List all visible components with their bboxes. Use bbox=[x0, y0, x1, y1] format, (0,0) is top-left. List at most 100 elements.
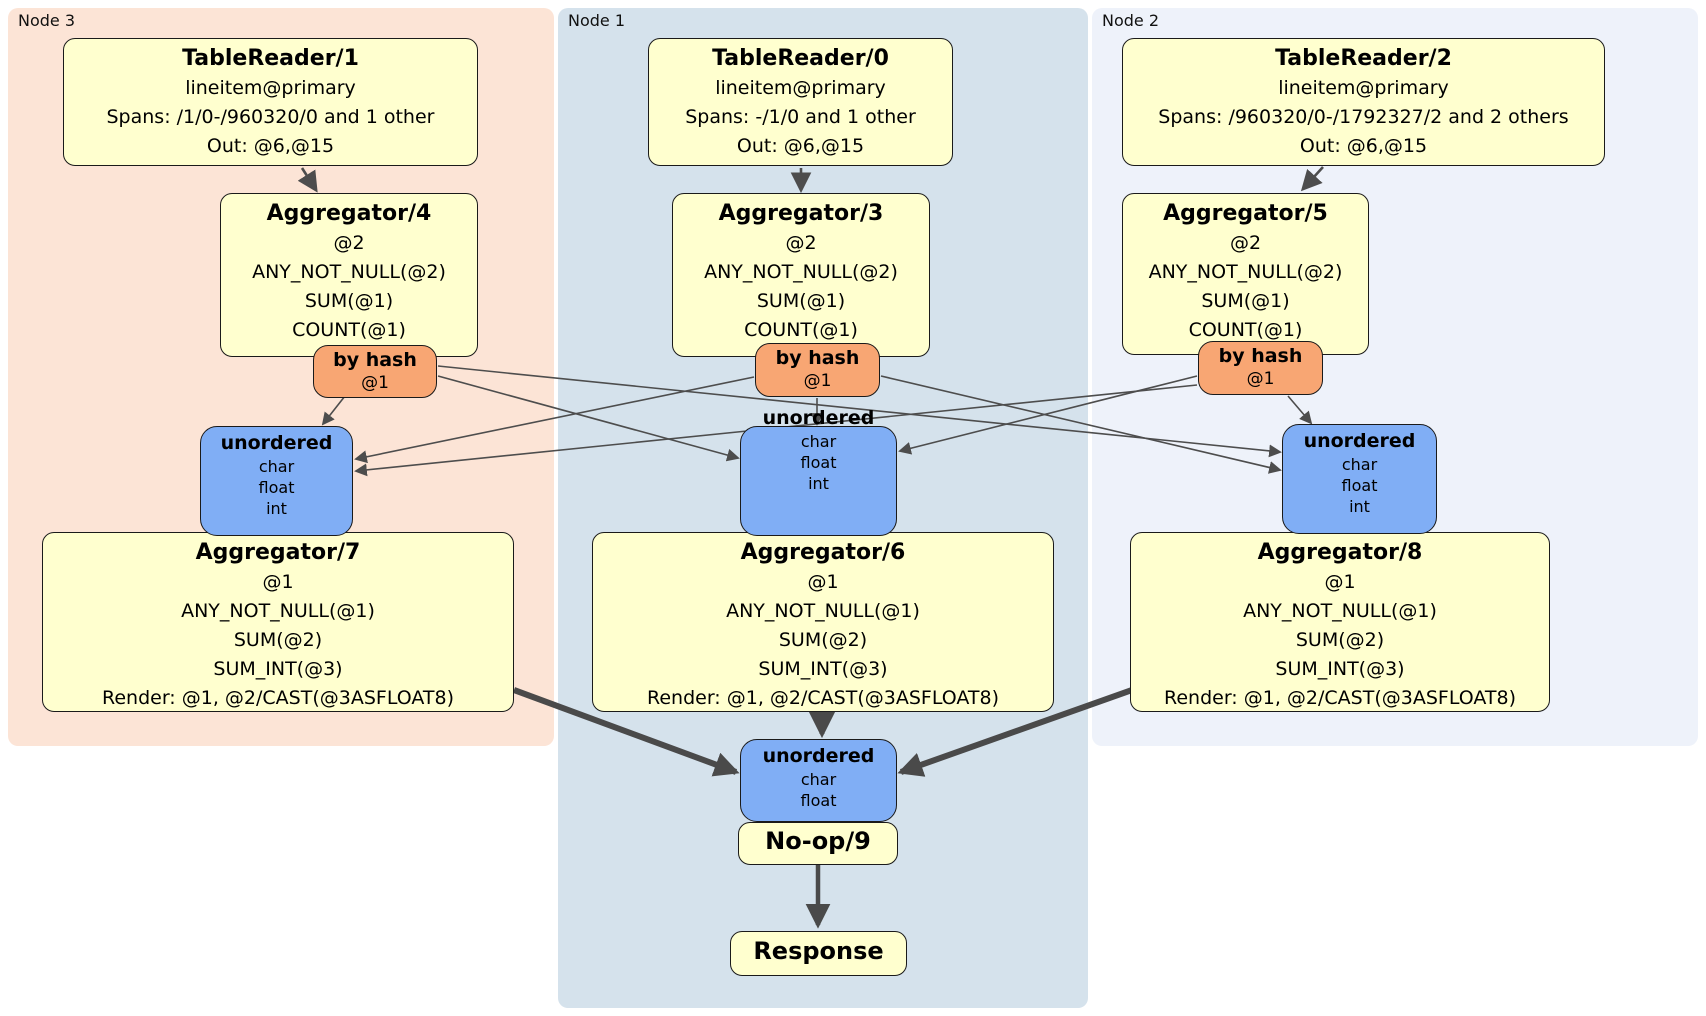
processor-title: TableReader/0 bbox=[712, 46, 889, 71]
sync-unordered-left: unordered char float int bbox=[200, 426, 353, 536]
sync-label: unordered bbox=[220, 432, 333, 454]
router-label: by hash bbox=[1218, 345, 1303, 367]
router-by-hash-right: by hash @1 bbox=[1198, 341, 1323, 395]
processor-line: ANY_NOT_NULL(@1) bbox=[181, 600, 375, 622]
sync-unordered-right: unordered char float int bbox=[1282, 424, 1437, 534]
edge-tr1-agg4 bbox=[297, 167, 318, 193]
processor-line: SUM_INT(@3) bbox=[758, 658, 888, 680]
processor-line: ANY_NOT_NULL(@2) bbox=[704, 261, 898, 283]
processor-line: @1 bbox=[1324, 571, 1356, 593]
processor-line: lineitem@primary bbox=[185, 77, 356, 99]
processor-line: COUNT(@1) bbox=[292, 319, 406, 341]
processor-title: TableReader/2 bbox=[1275, 46, 1452, 71]
processor-tablereader-2: TableReader/2 lineitem@primary Spans: /9… bbox=[1122, 38, 1605, 166]
processor-line: Spans: /960320/0-/1792327/2 and 2 others bbox=[1158, 106, 1569, 128]
region-label-node1: Node 1 bbox=[568, 11, 626, 30]
edge-agg8-syncB bbox=[897, 687, 1134, 777]
router-label: by hash bbox=[775, 347, 860, 369]
router-by-hash-center: by hash @1 bbox=[755, 343, 880, 397]
processor-line: Spans: /1/0-/960320/0 and 1 other bbox=[106, 106, 435, 128]
processor-aggregator-8: Aggregator/8 @1 ANY_NOT_NULL(@1) SUM(@2)… bbox=[1130, 532, 1550, 712]
processor-line: @2 bbox=[333, 232, 365, 254]
sync-label: unordered bbox=[1303, 430, 1416, 452]
processor-line: SUM(@1) bbox=[304, 290, 394, 312]
processor-line: @1 bbox=[262, 571, 294, 593]
processor-title: No-op/9 bbox=[765, 827, 871, 855]
processor-line: Out: @6,@15 bbox=[206, 135, 335, 157]
sync-line: float bbox=[258, 478, 295, 497]
edge-hashL-syncC bbox=[437, 375, 740, 462]
processor-title: Aggregator/6 bbox=[740, 540, 906, 565]
router-label: by hash bbox=[333, 349, 417, 371]
processor-title: Aggregator/4 bbox=[266, 201, 432, 226]
sync-line: int bbox=[1349, 497, 1370, 516]
processor-aggregator-3: Aggregator/3 @2 ANY_NOT_NULL(@2) SUM(@1)… bbox=[672, 193, 930, 357]
processor-line: ANY_NOT_NULL(@1) bbox=[1243, 600, 1437, 622]
processor-line: SUM_INT(@3) bbox=[213, 658, 343, 680]
processor-line: COUNT(@1) bbox=[744, 319, 858, 341]
processor-line: SUM(@1) bbox=[756, 290, 846, 312]
edge-hashL-syncL bbox=[321, 395, 346, 426]
processor-line: ANY_NOT_NULL(@2) bbox=[1148, 261, 1343, 283]
processor-title: Aggregator/5 bbox=[1163, 201, 1328, 226]
processor-line: @1 bbox=[807, 571, 839, 593]
sync-line: char bbox=[258, 457, 295, 476]
edge-hashR-syncR bbox=[1287, 395, 1313, 425]
processor-line: SUM(@2) bbox=[778, 629, 868, 651]
processor-line: @2 bbox=[785, 232, 817, 254]
processor-line: ANY_NOT_NULL(@2) bbox=[252, 261, 446, 283]
processor-tablereader-1: TableReader/1 lineitem@primary Spans: /1… bbox=[63, 38, 478, 166]
processor-title: Aggregator/3 bbox=[718, 201, 884, 226]
processor-line: COUNT(@1) bbox=[1188, 319, 1303, 341]
sync-line: char bbox=[800, 770, 837, 789]
sync-line: char bbox=[1341, 455, 1378, 474]
processor-line: Out: @6,@15 bbox=[736, 135, 865, 157]
processor-response: Response bbox=[730, 931, 907, 976]
sync-line: int bbox=[266, 499, 287, 518]
processor-aggregator-7: Aggregator/7 @1 ANY_NOT_NULL(@1) SUM(@2)… bbox=[42, 532, 514, 712]
region-label-node2: Node 2 bbox=[1102, 11, 1160, 30]
processor-line: @2 bbox=[1229, 232, 1262, 254]
edge-hashC-syncR bbox=[880, 375, 1282, 474]
processor-aggregator-6: Aggregator/6 @1 ANY_NOT_NULL(@1) SUM(@2)… bbox=[592, 532, 1054, 712]
processor-title: TableReader/1 bbox=[182, 46, 359, 71]
sync-unordered-center: unordered char float int bbox=[740, 407, 897, 536]
sync-line: float bbox=[800, 791, 837, 810]
processor-line: lineitem@primary bbox=[1278, 77, 1449, 99]
processor-aggregator-4: Aggregator/4 @2 ANY_NOT_NULL(@2) SUM(@1)… bbox=[220, 193, 478, 357]
processor-line: Render: @1, @2/CAST(@3ASFLOAT8) bbox=[102, 687, 454, 709]
processor-line: Render: @1, @2/CAST(@3ASFLOAT8) bbox=[1164, 687, 1516, 709]
processor-title: Response bbox=[753, 937, 884, 965]
sync-unordered-bottom: unordered char float bbox=[740, 739, 897, 822]
router-detail: @1 bbox=[803, 371, 832, 391]
processor-line: SUM(@2) bbox=[233, 629, 323, 651]
processor-line: SUM(@2) bbox=[1295, 629, 1385, 651]
sync-label: unordered bbox=[762, 745, 875, 767]
processor-line: ANY_NOT_NULL(@1) bbox=[726, 600, 920, 622]
router-by-hash-left: by hash @1 bbox=[313, 345, 437, 398]
processor-line: Spans: -/1/0 and 1 other bbox=[685, 106, 916, 128]
sync-line: int bbox=[808, 474, 829, 493]
processor-line: Out: @6,@15 bbox=[1299, 135, 1428, 157]
processor-line: lineitem@primary bbox=[715, 77, 886, 99]
processor-title: Aggregator/7 bbox=[195, 540, 361, 565]
sync-line: char bbox=[800, 432, 837, 451]
processor-title: Aggregator/8 bbox=[1257, 540, 1423, 565]
processor-line: SUM_INT(@3) bbox=[1275, 658, 1405, 680]
edge-hashC-syncL bbox=[354, 376, 755, 464]
sync-label: unordered bbox=[762, 407, 875, 429]
processor-line: Render: @1, @2/CAST(@3ASFLOAT8) bbox=[647, 687, 999, 709]
processor-tablereader-0: TableReader/0 lineitem@primary Spans: -/… bbox=[648, 38, 953, 166]
sync-line: float bbox=[800, 453, 837, 472]
router-detail: @1 bbox=[1246, 369, 1275, 389]
router-detail: @1 bbox=[361, 373, 389, 393]
edge-hashR-syncC bbox=[898, 375, 1198, 455]
processor-line: SUM(@1) bbox=[1201, 290, 1290, 312]
sync-line: float bbox=[1341, 476, 1378, 495]
edge-agg7-syncB bbox=[512, 687, 740, 777]
processor-noop-9: No-op/9 bbox=[738, 822, 898, 865]
processor-aggregator-5: Aggregator/5 @2 ANY_NOT_NULL(@2) SUM(@1)… bbox=[1122, 193, 1369, 355]
edge-tr2-agg5 bbox=[1300, 166, 1324, 192]
